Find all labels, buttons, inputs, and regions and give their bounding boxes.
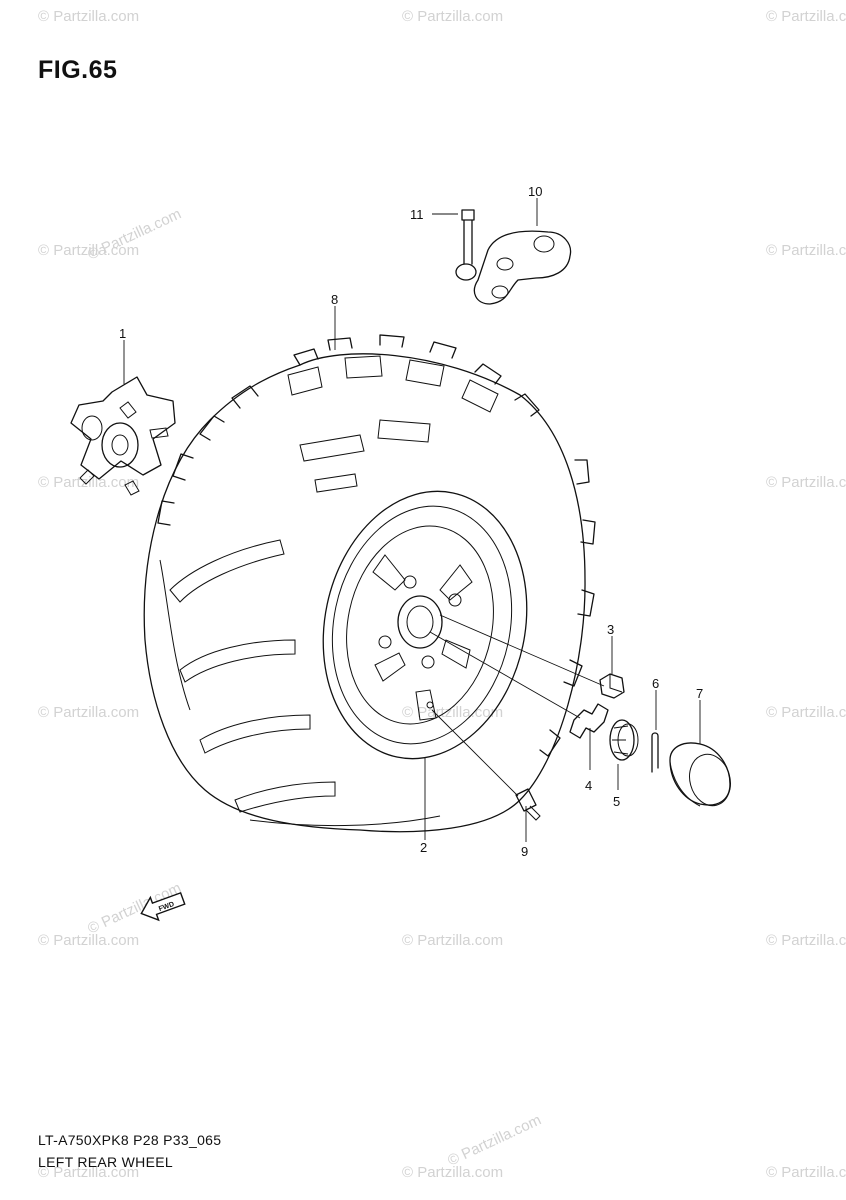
cotter-pin xyxy=(651,732,659,773)
figure-title: FIG.65 xyxy=(38,56,118,84)
callout-10: 10 xyxy=(528,184,542,199)
bolt xyxy=(455,209,477,281)
nut-retainer xyxy=(569,703,609,739)
hub-cap xyxy=(669,742,731,807)
tire-valve xyxy=(515,788,541,821)
wheel-hub xyxy=(70,376,176,496)
forward-arrow-icon: FWD xyxy=(140,891,186,922)
callout-2: 2 xyxy=(420,840,427,855)
callout-5: 5 xyxy=(613,794,620,809)
callout-3: 3 xyxy=(607,622,614,637)
castle-nut xyxy=(609,719,639,761)
figure-code: LT-A750XPK8 P28 P33_065 xyxy=(38,1132,222,1148)
callout-11: 11 xyxy=(410,207,424,222)
callout-6: 6 xyxy=(652,676,659,691)
tire xyxy=(143,334,596,833)
callout-1: 1 xyxy=(119,326,126,341)
figure-name: LEFT REAR WHEEL xyxy=(38,1154,173,1170)
callout-4: 4 xyxy=(585,778,592,793)
callout-8: 8 xyxy=(331,292,338,307)
callout-7: 7 xyxy=(696,686,703,701)
wheel-rim xyxy=(322,490,528,760)
wheel-nut xyxy=(599,673,625,699)
callout-9: 9 xyxy=(521,844,528,859)
plate-bracket xyxy=(473,230,572,305)
